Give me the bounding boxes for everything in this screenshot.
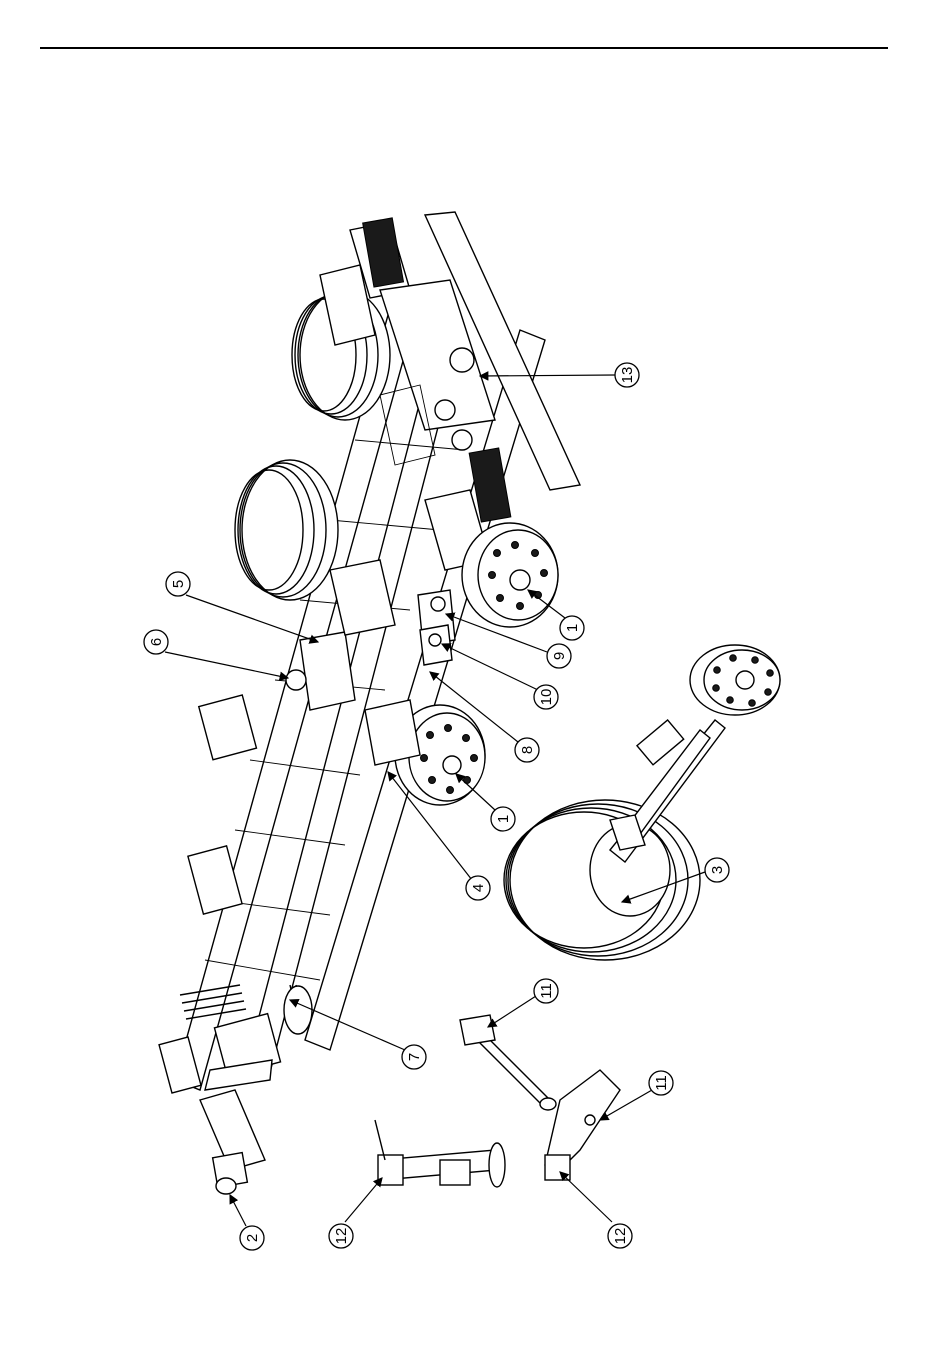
callout-label: 13: [619, 367, 636, 384]
callout-label: 3: [709, 866, 726, 874]
callout-label: 5: [170, 580, 187, 588]
support-leg: [545, 1070, 620, 1180]
callout-label: 4: [470, 884, 487, 892]
callout-12-right: 12: [560, 1172, 632, 1248]
callout-label: 2: [244, 1234, 261, 1242]
callout-label: 10: [538, 689, 555, 706]
callout-6: 6: [144, 630, 288, 678]
callout-11-upper: 11: [488, 979, 558, 1027]
callout-label: 1: [564, 624, 581, 632]
callout-label: 9: [551, 652, 568, 660]
callout-label: 12: [612, 1228, 629, 1245]
callout-2: 2: [230, 1195, 264, 1250]
callout-label: 7: [406, 1053, 423, 1061]
callout-label: 8: [519, 746, 536, 754]
callout-label: 12: [333, 1228, 350, 1245]
hub-upper: [462, 523, 558, 627]
callout-label: 11: [653, 1075, 670, 1091]
callout-10: 10: [442, 644, 558, 709]
jack-stand: [375, 1120, 505, 1187]
callout-label: 1: [495, 815, 512, 823]
callout-label: 6: [148, 638, 165, 646]
hydraulic-ram: [460, 1015, 556, 1110]
callout-1-lower: 1: [456, 774, 515, 831]
callout-label: 11: [538, 983, 555, 999]
callout-12-left: 12: [329, 1178, 382, 1248]
